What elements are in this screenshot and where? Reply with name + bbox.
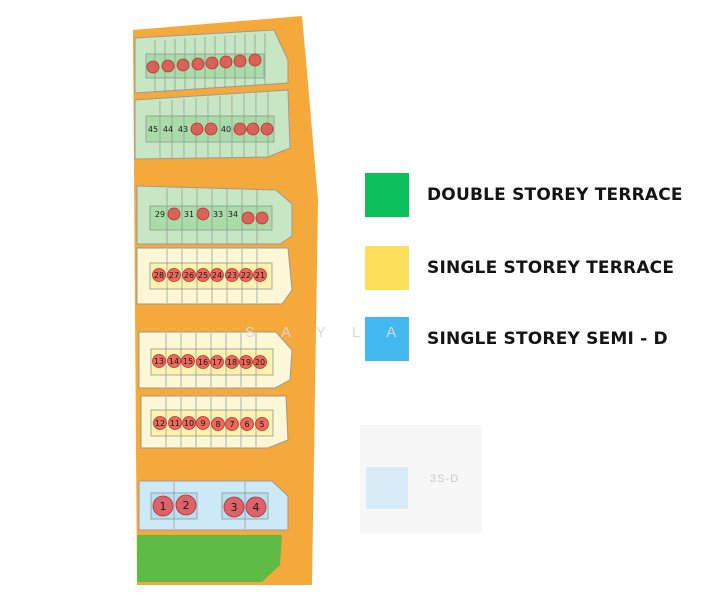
sold-marker (223, 496, 245, 518)
sold-marker (196, 355, 210, 369)
plot-number: 43 (178, 125, 188, 134)
sold-marker (211, 417, 225, 431)
legend-semi-d: SINGLE STOREY SEMI - D (365, 316, 668, 362)
faded-legend-swatch (366, 467, 408, 509)
legend-swatch-double (365, 173, 409, 217)
legend-label: SINGLE STOREY SEMI - D (427, 329, 668, 349)
plot-number: 45 (148, 125, 158, 134)
plot-number: 34 (228, 210, 238, 219)
sold-marker (190, 122, 204, 136)
sold-marker (204, 122, 218, 136)
plot-number: 11 (170, 419, 180, 428)
sold-marker (152, 495, 174, 517)
sold-marker (240, 417, 254, 431)
plot-labels: 45 44 43 40 29 31 33 34 28 27 26 25 24 2… (148, 125, 265, 514)
plot-number: 3 (231, 501, 238, 514)
sold-marker (245, 496, 267, 518)
sold-marker (225, 268, 239, 282)
sold-marker (246, 122, 260, 136)
plot-number: 44 (163, 125, 173, 134)
plot-number: 25 (198, 271, 208, 280)
sold-marker (182, 416, 196, 430)
sold-marker (239, 268, 253, 282)
sold-marker (161, 59, 175, 73)
faded-legend-label: 3S-D (430, 473, 460, 485)
legend-single-storey: SINGLE STOREY TERRACE (365, 245, 674, 291)
plot-number: 16 (198, 358, 208, 367)
sold-marker (210, 268, 224, 282)
plot-number: 21 (255, 271, 265, 280)
plot-number: 8 (215, 420, 220, 429)
legend-swatch-semi (365, 317, 409, 361)
plot-number: 5 (259, 420, 264, 429)
plot-number: 26 (184, 271, 194, 280)
sold-marker (239, 355, 253, 369)
plot-number: 40 (221, 125, 231, 134)
plot-number: 14 (169, 357, 179, 366)
sold-marker (175, 494, 197, 516)
plot-number: 28 (154, 271, 164, 280)
plot-number: 9 (200, 419, 205, 428)
sold-marker (225, 355, 239, 369)
sold-marker (205, 56, 219, 70)
plot-number: 7 (229, 420, 234, 429)
plot-number: 13 (154, 357, 164, 366)
plot-number: 18 (227, 358, 237, 367)
sold-marker (233, 122, 247, 136)
sold-markers (146, 53, 274, 518)
sold-marker (196, 416, 210, 430)
plot-number: 2 (183, 499, 190, 512)
plot-number: 15 (183, 357, 193, 366)
sold-marker (196, 268, 210, 282)
sold-marker (219, 55, 233, 69)
plot-number: 22 (241, 271, 251, 280)
sold-marker (248, 53, 262, 67)
sold-marker (253, 268, 267, 282)
plot-number: 33 (213, 210, 223, 219)
plot-number: 6 (244, 420, 249, 429)
plot-number: 12 (155, 419, 165, 428)
sold-marker (182, 268, 196, 282)
sold-marker (210, 355, 224, 369)
plot-number: 10 (184, 419, 194, 428)
sold-marker (152, 354, 166, 368)
sold-marker (167, 268, 181, 282)
faded-legend-item: 3S-D (360, 425, 482, 533)
plot-number: 31 (184, 210, 194, 219)
sold-marker (255, 417, 269, 431)
legend-swatch-single (365, 246, 409, 290)
plot-number: 1 (160, 500, 167, 513)
plot-number: 20 (255, 358, 265, 367)
legend-label: DOUBLE STOREY TERRACE (427, 185, 683, 205)
sold-marker (233, 54, 247, 68)
sold-marker (241, 211, 255, 225)
sold-marker (152, 268, 166, 282)
sold-marker (191, 57, 205, 71)
sold-marker (260, 122, 274, 136)
sold-marker (181, 354, 195, 368)
sold-marker (146, 60, 160, 74)
sold-marker (196, 207, 210, 221)
legend-label: SINGLE STOREY TERRACE (427, 258, 675, 278)
plot-number: 24 (212, 271, 222, 280)
plot-number: 23 (227, 271, 237, 280)
green-open-space (137, 535, 282, 582)
sold-marker (176, 58, 190, 72)
sold-marker (167, 354, 181, 368)
plot-number: 29 (155, 210, 165, 219)
sold-marker (167, 207, 181, 221)
plot-number: 27 (169, 271, 179, 280)
sold-marker (168, 416, 182, 430)
sold-marker (153, 416, 167, 430)
plot-number: 19 (241, 358, 251, 367)
sold-marker (255, 211, 269, 225)
sold-marker (225, 417, 239, 431)
plot-number: 17 (212, 358, 222, 367)
watermark: SAYLA (245, 324, 423, 341)
plot-number: 4 (253, 501, 260, 514)
sold-marker (253, 355, 267, 369)
legend-double-storey: DOUBLE STOREY TERRACE (365, 172, 683, 218)
